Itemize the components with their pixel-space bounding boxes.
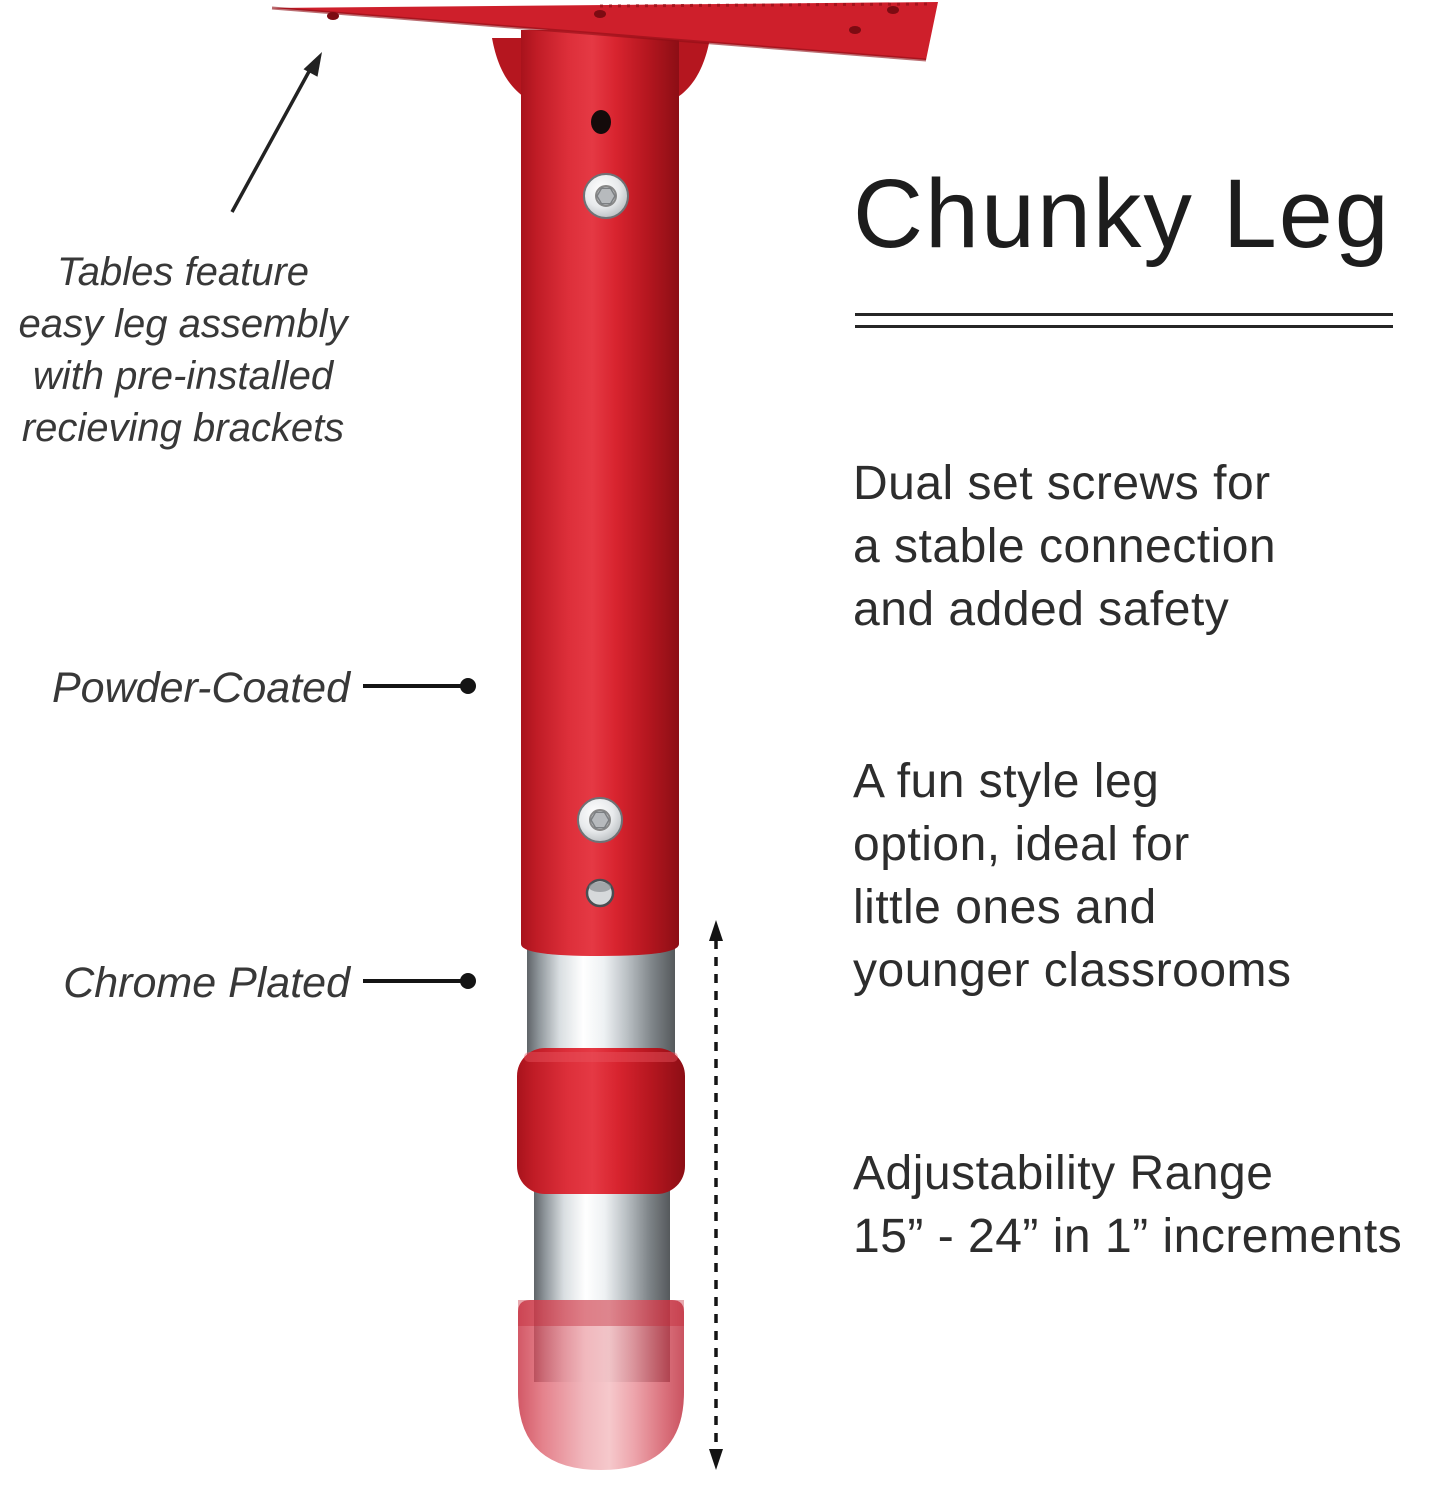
mounting-plate (271, 2, 938, 62)
adjustment-hole-top (591, 110, 611, 134)
plate-screw-hole (887, 6, 899, 14)
feature-fun-style: A fun style leg option, ideal for little… (853, 755, 1292, 997)
set-screw-lower (577, 797, 623, 843)
feature-adjustability: Adjustability Range 15” - 24” in 1” incr… (853, 1147, 1403, 1263)
powder-coated-leader (363, 678, 476, 694)
adjustability-arrow (709, 920, 723, 1470)
plate-screw-hole (594, 10, 606, 18)
powder-coated-label: Powder-Coated (52, 664, 350, 712)
rubber-collar (517, 1048, 685, 1194)
product-title: Chunky Leg (853, 159, 1391, 268)
feature-dual-screws: Dual set screws for a stable connection … (853, 457, 1277, 636)
assembly-note: Tables feature easy leg assembly with pr… (18, 250, 348, 450)
plate-screw-hole (327, 12, 339, 20)
set-screw-upper (583, 173, 629, 219)
foot-cap (518, 1300, 684, 1470)
chrome-plated-label: Chrome Plated (63, 959, 350, 1007)
title-underline (855, 313, 1393, 328)
plate-screw-hole (849, 26, 861, 34)
adjustment-hole-bottom (585, 878, 615, 908)
chrome-plated-leader (363, 973, 476, 989)
leg-column (521, 30, 679, 956)
assembly-pointer-arrow (230, 52, 322, 213)
chrome-tube-upper (527, 946, 675, 1058)
